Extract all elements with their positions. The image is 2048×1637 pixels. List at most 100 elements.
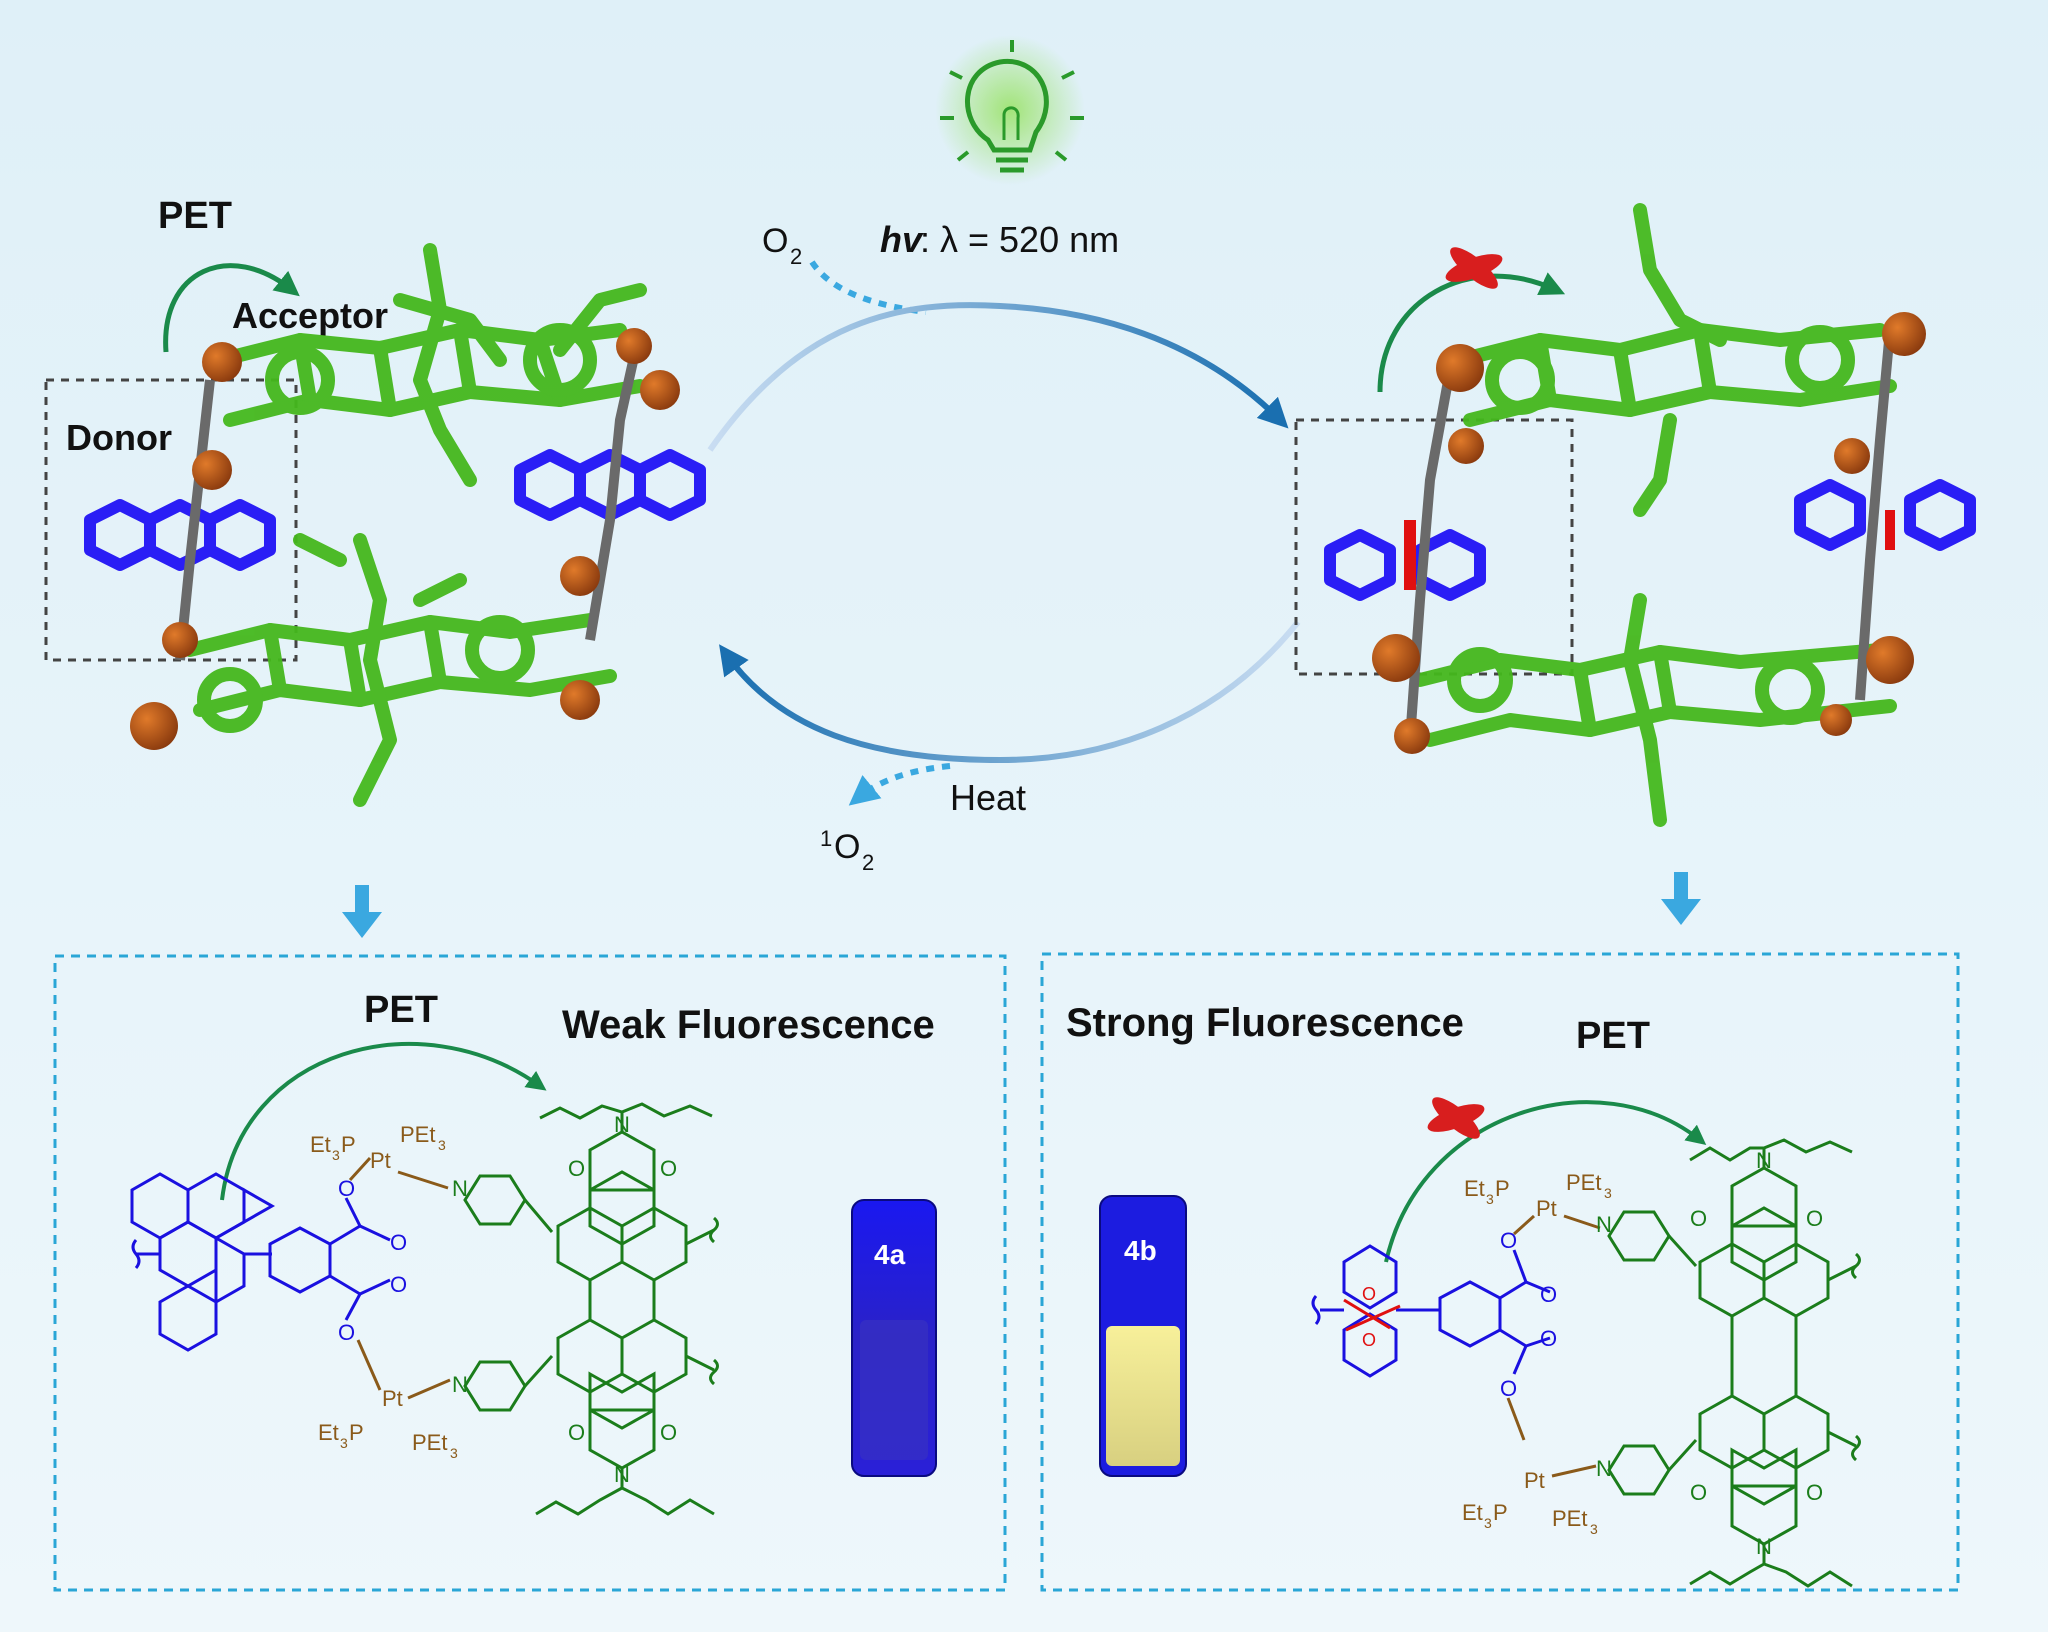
svg-text:N: N [1756,1148,1772,1173]
lower-acceptor-plate [183,533,617,807]
vial-4a-label: 4a [874,1239,906,1270]
right-metallacage-model [1294,203,1976,827]
pt-unit-bottom-left: Pt Et 3 P PEt 3 [318,1339,458,1461]
svg-text:3: 3 [450,1445,458,1461]
svg-text:1: 1 [820,826,832,851]
svg-text:O: O [660,1420,677,1445]
vial-4b: 4b [1099,1195,1187,1477]
svg-text:Pt: Pt [382,1386,403,1411]
singlet-oxygen-label: 1 O 2 [820,826,874,875]
svg-text:PEt: PEt [1566,1170,1601,1195]
svg-text:PEt: PEt [1552,1506,1587,1531]
svg-text:O: O [834,828,860,866]
pet-label-top-left: PET [158,195,232,237]
svg-text:3: 3 [340,1435,348,1451]
svg-text:O: O [390,1230,407,1255]
anthracene-endoperoxide-unit [1311,1244,1440,1378]
down-arrow-left-icon [342,885,382,938]
upper-acceptor-plate [213,243,647,487]
svg-text:3: 3 [1604,1185,1612,1201]
svg-text:O: O [1500,1228,1517,1253]
thermal-release-arc-arrow [719,620,1301,764]
svg-text:3: 3 [1484,1515,1492,1531]
svg-text:O: O [762,222,788,260]
pet-arrow-top-left [163,263,300,353]
perylene-diimide-left [535,1102,719,1516]
svg-text:N: N [614,1112,630,1137]
svg-text:Pt: Pt [1524,1468,1545,1493]
svg-text:O: O [1540,1282,1557,1307]
left-pt-atoms [130,328,680,750]
pyridine-nitrogens-right: N N [1596,1212,1612,1481]
svg-text:O: O [568,1420,585,1445]
svg-text:: λ = 520 nm: : λ = 520 nm [920,219,1119,260]
svg-text:PEt: PEt [412,1430,447,1455]
svg-text:hv: hv [880,219,924,260]
donor-label: Donor [66,417,172,458]
svg-text:O: O [338,1320,355,1345]
svg-text:O: O [1806,1480,1823,1505]
light-condition-label: hv : λ = 520 nm [880,219,1119,260]
svg-text:O: O [1362,1330,1376,1350]
svg-text:O: O [390,1272,407,1297]
pet-label-panel-left: PET [364,989,438,1031]
svg-text:P: P [1495,1176,1510,1201]
singlet-oxygen-dashed-arrow [848,763,951,806]
vial-4b-label: 4b [1124,1235,1157,1266]
diimide-atoms-right: N O O N O O [1690,1148,1823,1559]
svg-text:O: O [1690,1206,1707,1231]
weak-fluorescence-label: Weak Fluorescence [562,1003,935,1047]
o2-label: O 2 [762,222,802,269]
svg-text:Et: Et [1462,1500,1483,1525]
pet-arrow-panel-left [220,1042,547,1201]
right-lower-acceptor-plate [1413,593,1897,827]
oxygen-dashed-arrow [809,260,927,315]
svg-text:Pt: Pt [370,1148,391,1173]
pyridine-nitrogens-left: N N [452,1176,468,1397]
right-pt-atoms [1372,312,1926,754]
anthracene-unit [130,1172,276,1352]
svg-text:O: O [338,1176,355,1201]
pet-blocked-cross-icon [1445,247,1503,289]
right-structure-panel [1040,952,1960,1592]
svg-text:O: O [1500,1376,1517,1401]
right-upper-acceptor-plate [1453,203,1897,517]
svg-text:2: 2 [790,244,802,269]
svg-text:N: N [1596,1456,1612,1481]
carboxylate-oxygens-right: O O O O [1500,1228,1557,1401]
acceptor-label: Acceptor [232,295,388,336]
svg-text:3: 3 [1590,1521,1598,1537]
svg-text:P: P [1493,1500,1508,1525]
svg-text:P: P [341,1132,356,1157]
right-donor-anthracene-endoperoxide [1324,479,1976,601]
perylene-diimide-right [1689,1138,1861,1588]
right-chemical-structure: O O O O O O Et 3 P Pt PEt 3 [1311,1138,1861,1588]
pt-unit-top-right: Et 3 P Pt PEt 3 [1464,1170,1612,1236]
svg-text:3: 3 [332,1147,340,1163]
svg-text:N: N [1596,1212,1612,1237]
pt-unit-bottom-right: Pt Et 3 P PEt 3 [1462,1397,1598,1537]
pt-unit-top-left: Et 3 P PEt 3 Pt [310,1122,449,1190]
light-bulb-icon [935,35,1085,185]
pet-arrow-top-right [1377,272,1566,393]
svg-text:3: 3 [1486,1191,1494,1207]
svg-text:P: P [349,1420,364,1445]
svg-text:O: O [568,1156,585,1181]
svg-text:Pt: Pt [1536,1196,1557,1221]
pyridine-rings-right [1607,1210,1698,1496]
pet-arrow-panel-right [1384,1100,1707,1263]
svg-text:N: N [614,1462,630,1487]
svg-text:O: O [1540,1326,1557,1351]
peroxide-bridge [1343,1298,1401,1332]
left-metallacage-model: PET Acceptor Donor [44,195,706,807]
svg-text:O: O [1362,1284,1376,1304]
svg-text:O: O [1690,1480,1707,1505]
svg-text:Et: Et [310,1132,331,1157]
peroxide-oxygens: O O [1362,1284,1376,1350]
left-chemical-structure: O O O O Et 3 P PEt 3 Pt Pt Et 3 P PEt 3 [130,1102,719,1516]
vial-4a: 4a [851,1199,937,1477]
left-donor-anthracene [84,449,706,571]
svg-text:N: N [452,1176,468,1201]
svg-text:2: 2 [862,850,874,875]
